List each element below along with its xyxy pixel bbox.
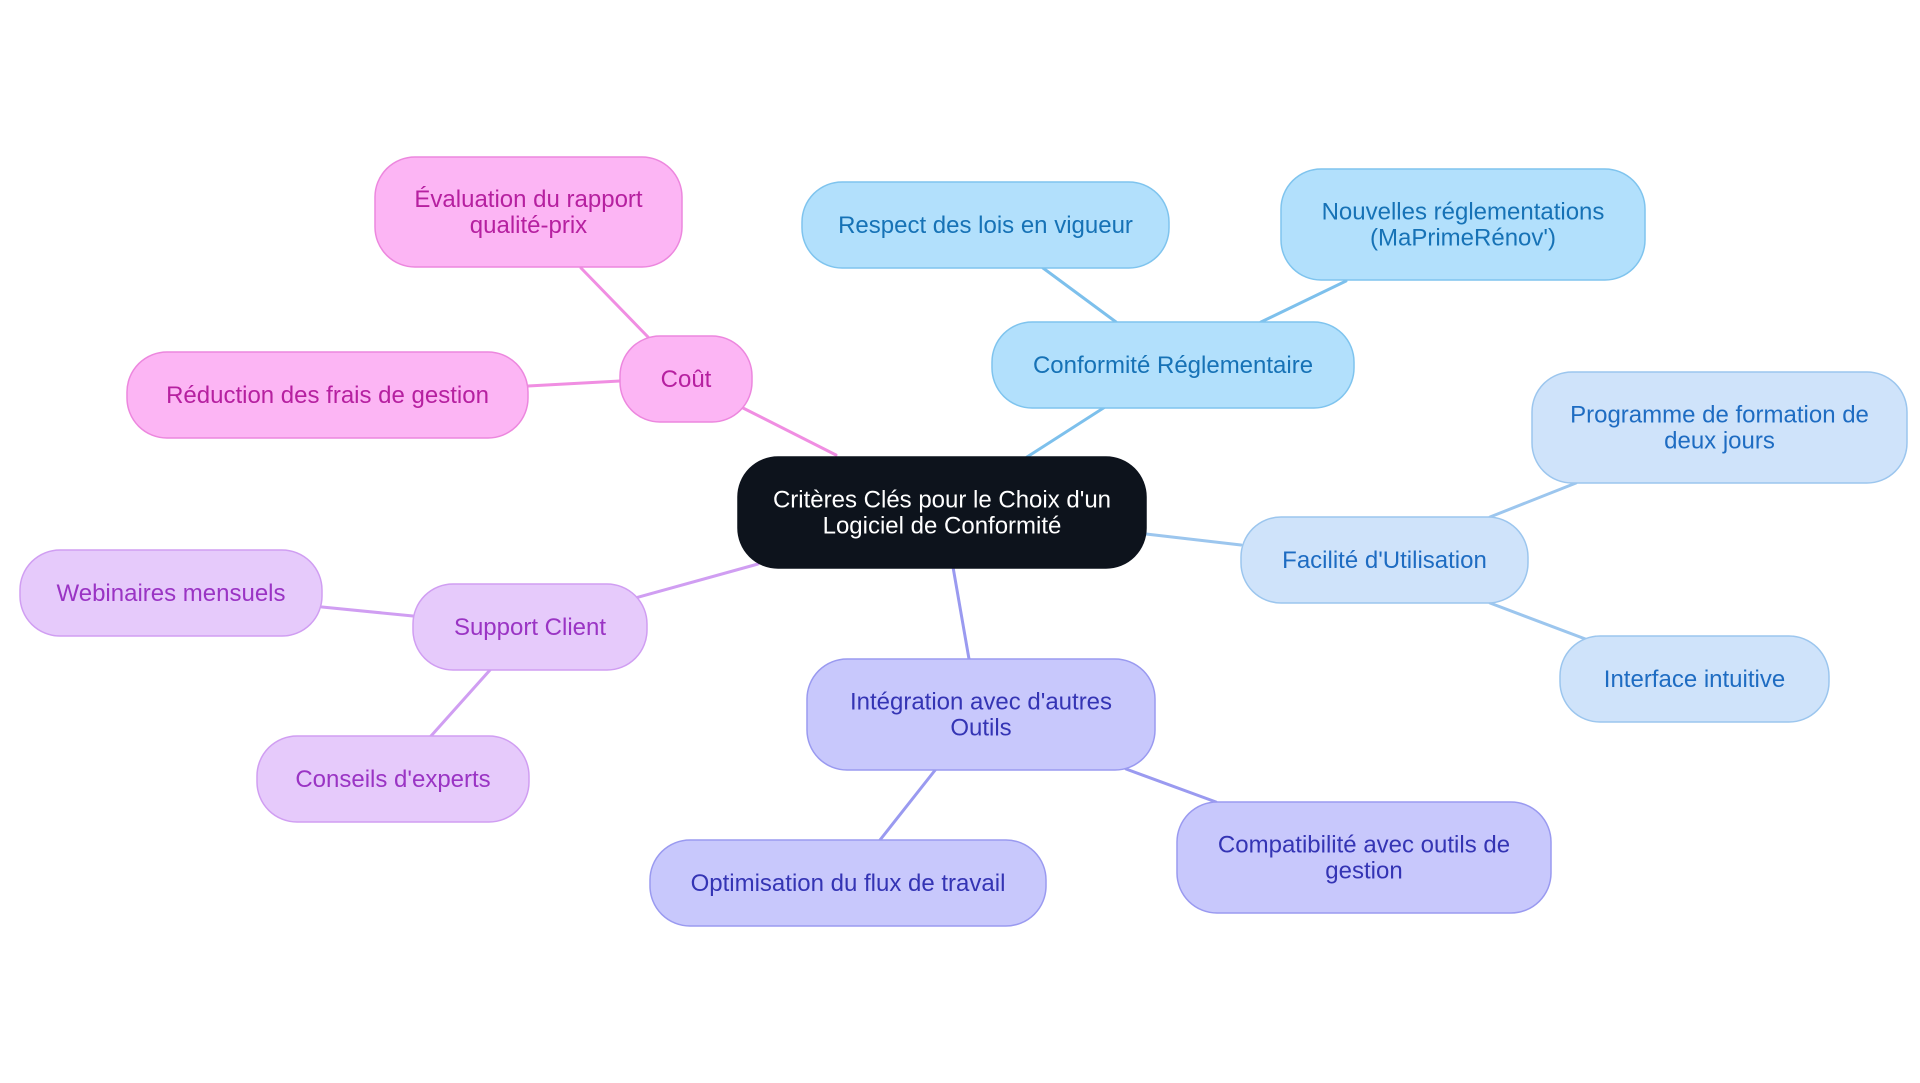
edge-webinaires — [320, 605, 415, 618]
node-respect[interactable]: Respect des lois en vigueur — [801, 181, 1170, 269]
node-box-optimisation — [649, 839, 1047, 927]
node-label-facilite-line-1: Facilité d'Utilisation — [1282, 547, 1487, 574]
edge-support — [633, 562, 760, 600]
edge-programme — [1488, 481, 1578, 519]
node-cout[interactable]: Coût — [619, 335, 753, 423]
node-box-evaluation — [374, 156, 683, 268]
node-box-conformite — [991, 321, 1355, 409]
node-label-interface-line-1: Interface intuitive — [1604, 666, 1785, 693]
node-box-respect — [801, 181, 1170, 269]
nodes: Critères Clés pour le Choix d'unLogiciel… — [19, 156, 1908, 927]
edge-respect — [1041, 266, 1118, 324]
node-label-integration-line-1: Intégration avec d'autres — [850, 689, 1112, 716]
node-label-compatibilite-line-1: Compatibilité avec outils de — [1218, 832, 1510, 859]
node-box-programme — [1531, 371, 1908, 484]
edge-cout — [741, 406, 838, 457]
node-webinaires[interactable]: Webinaires mensuels — [19, 549, 323, 637]
node-label-support-line-1: Support Client — [454, 614, 606, 641]
node-box-interface — [1559, 635, 1830, 723]
node-reduction[interactable]: Réduction des frais de gestion — [126, 351, 529, 439]
node-conseils[interactable]: Conseils d'experts — [256, 735, 530, 823]
node-label-reduction-line-1: Réduction des frais de gestion — [166, 382, 489, 409]
node-label-respect-line-1: Respect des lois en vigueur — [838, 212, 1133, 239]
edge-conformite — [1025, 405, 1107, 459]
node-box-center — [737, 456, 1147, 569]
edge-compatibilite — [1124, 767, 1218, 804]
node-label-center-line-1: Critères Clés pour le Choix d'un — [773, 487, 1111, 514]
node-label-webinaires-line-1: Webinaires mensuels — [57, 580, 286, 607]
node-facilite[interactable]: Facilité d'Utilisation — [1240, 516, 1529, 604]
node-box-integration — [806, 658, 1156, 771]
node-label-integration-line-2: Outils — [950, 715, 1011, 742]
node-label-cout-line-1: Coût — [661, 366, 712, 393]
node-optimisation[interactable]: Optimisation du flux de travail — [649, 839, 1047, 927]
edge-nouvelles — [1259, 279, 1348, 324]
node-box-compatibilite — [1176, 801, 1552, 914]
node-label-programme-line-1: Programme de formation de — [1570, 402, 1869, 429]
node-label-center-line-2: Logiciel de Conformité — [823, 513, 1062, 540]
node-label-evaluation-line-2: qualité-prix — [470, 212, 587, 239]
node-box-reduction — [126, 351, 529, 439]
node-label-optimisation-line-1: Optimisation du flux de travail — [691, 870, 1006, 897]
node-label-nouvelles-line-1: Nouvelles réglementations — [1322, 199, 1605, 226]
node-label-conseils-line-1: Conseils d'experts — [295, 766, 490, 793]
edge-conseils — [429, 668, 492, 738]
node-nouvelles[interactable]: Nouvelles réglementations(MaPrimeRénov') — [1280, 168, 1646, 281]
node-interface[interactable]: Interface intuitive — [1559, 635, 1830, 723]
node-box-facilite — [1240, 516, 1529, 604]
node-box-nouvelles — [1280, 168, 1646, 281]
node-label-conformite-line-1: Conformité Réglementaire — [1033, 352, 1313, 379]
edges — [320, 266, 1590, 842]
node-label-evaluation-line-1: Évaluation du rapport — [414, 186, 642, 213]
node-conformite[interactable]: Conformité Réglementaire — [991, 321, 1355, 409]
node-box-conseils — [256, 735, 530, 823]
edge-facilite — [1144, 532, 1243, 547]
node-center[interactable]: Critères Clés pour le Choix d'unLogiciel… — [737, 456, 1147, 569]
node-box-cout — [619, 335, 753, 423]
node-box-support — [412, 583, 648, 671]
edge-optimisation — [878, 767, 938, 842]
node-box-webinaires — [19, 549, 323, 637]
edge-integration — [951, 565, 971, 661]
node-support[interactable]: Support Client — [412, 583, 648, 671]
node-label-programme-line-2: deux jours — [1664, 428, 1775, 455]
edge-reduction — [526, 379, 622, 388]
node-label-compatibilite-line-2: gestion — [1325, 858, 1402, 885]
edge-interface — [1488, 601, 1590, 642]
node-label-nouvelles-line-2: (MaPrimeRénov') — [1370, 225, 1556, 252]
edge-evaluation — [579, 266, 650, 339]
